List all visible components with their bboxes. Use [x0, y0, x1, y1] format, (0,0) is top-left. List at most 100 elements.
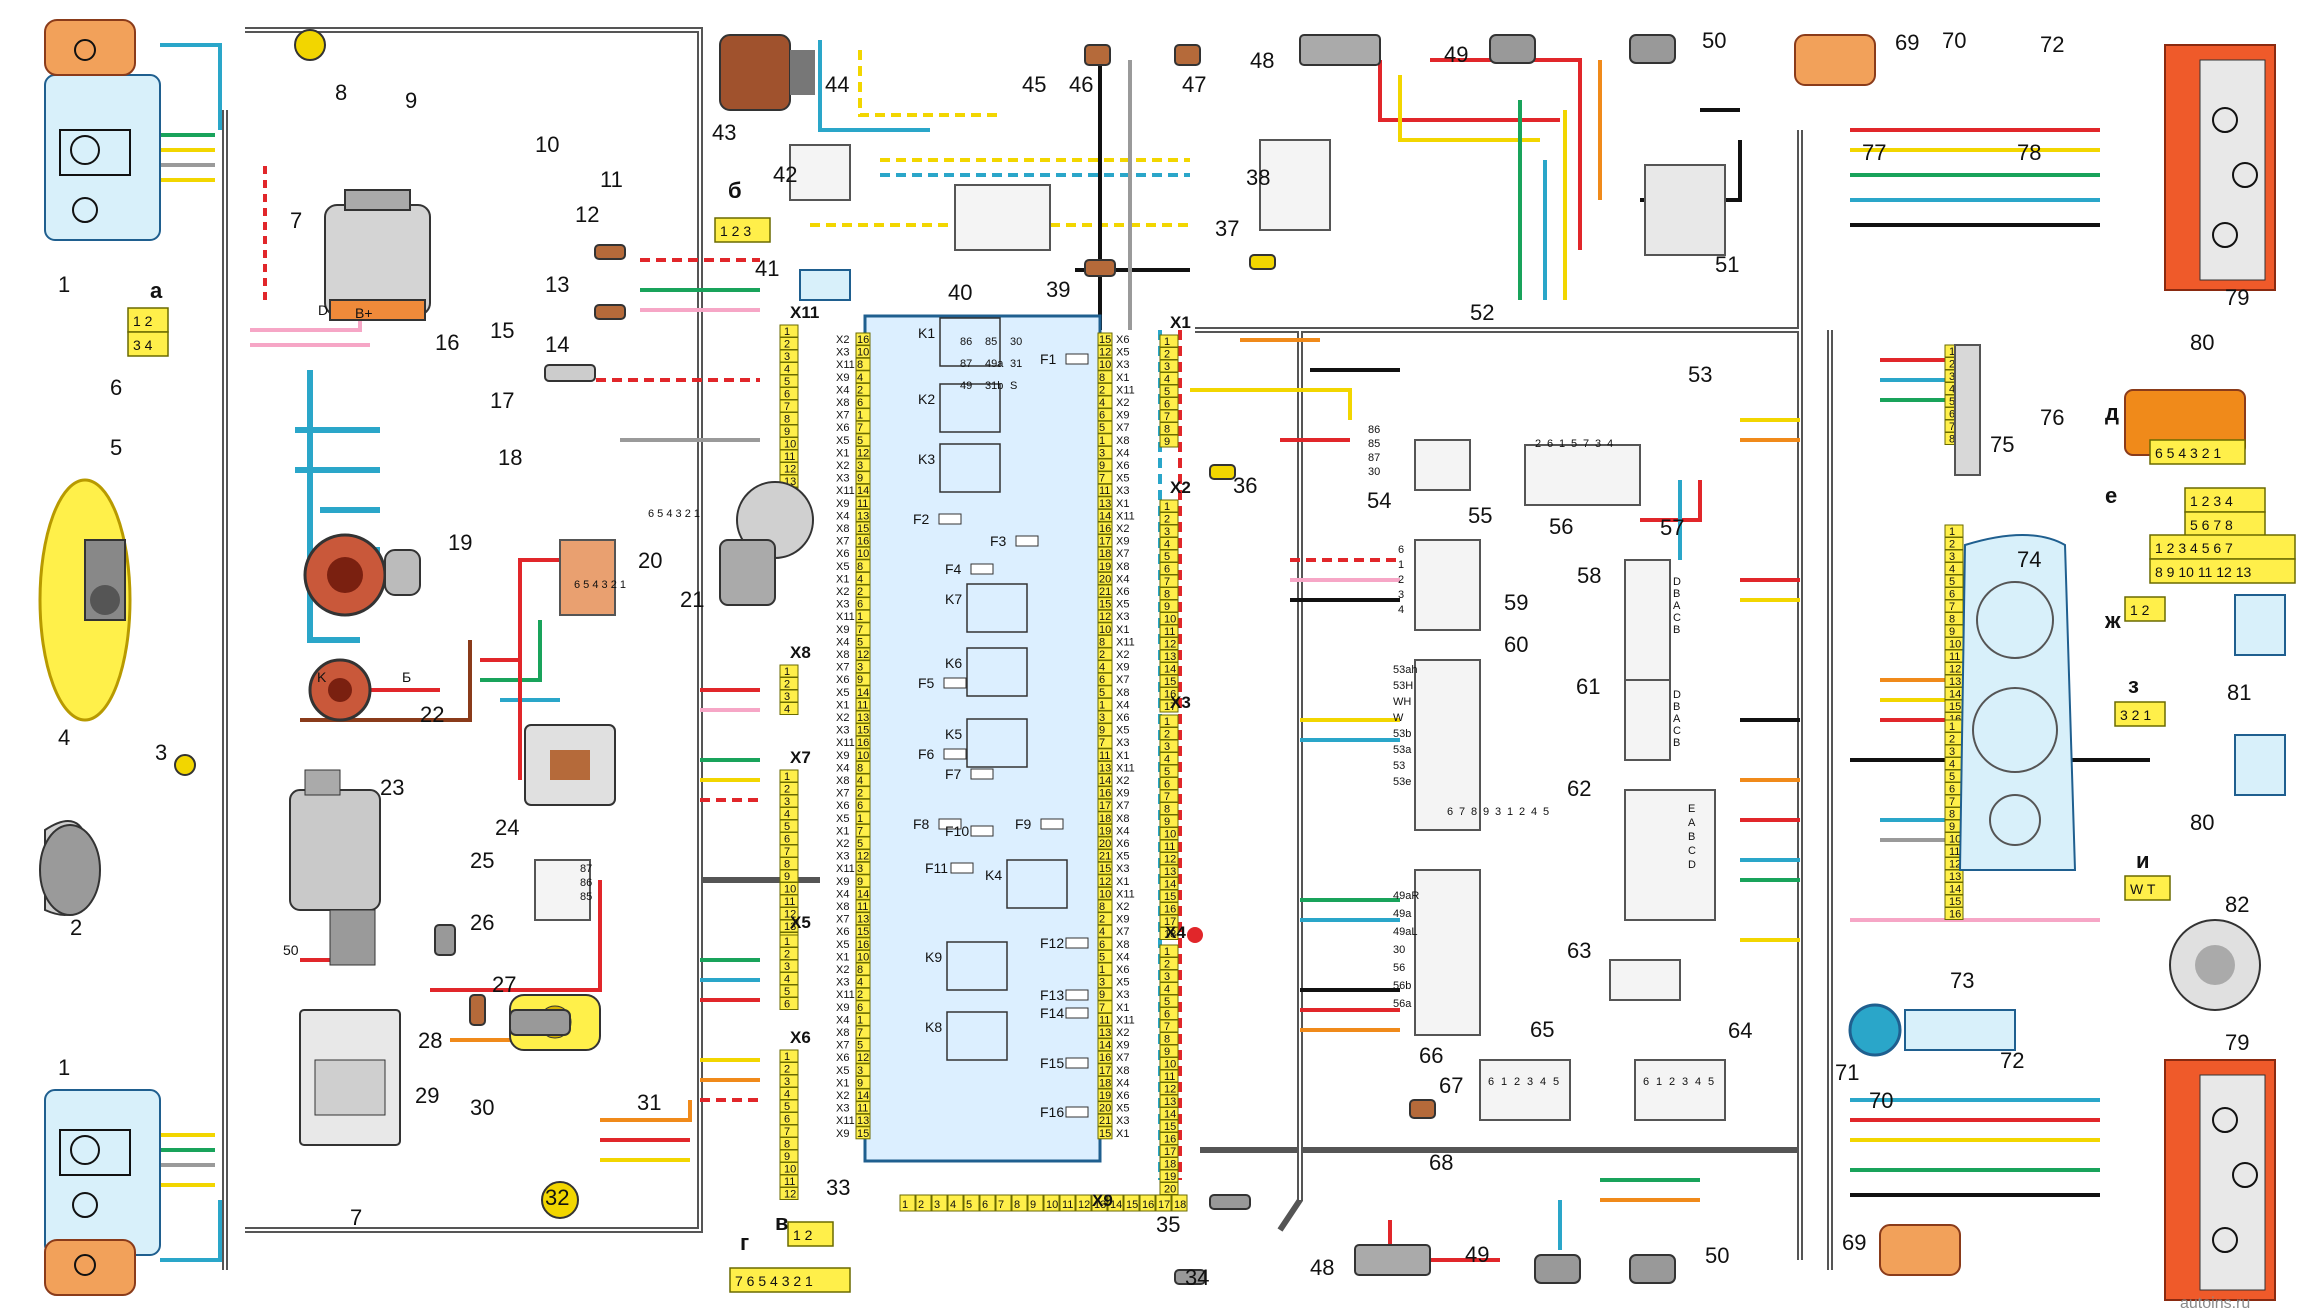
- harness-pin-number: 1: [784, 936, 790, 948]
- component-label-20: 20: [638, 548, 662, 573]
- block33-right-pin: 19: [1099, 561, 1111, 573]
- component-label-15: 15: [490, 318, 514, 343]
- harness-connector-strips: 1234567891011121314151617181234123456789…: [779, 324, 1964, 1212]
- block33-right-pin: 20: [1099, 573, 1111, 585]
- block33-right-connector: X5: [1116, 599, 1129, 611]
- x9-pin-cell: [1059, 1194, 1076, 1212]
- harness-pin-number: 6: [784, 834, 790, 846]
- component-label-47: 47: [1182, 72, 1206, 97]
- legend-letter-i: и: [2136, 848, 2150, 873]
- block33-right-pin: 12: [1099, 347, 1111, 359]
- harness-pin-number: 8: [1949, 809, 1955, 821]
- harness-pin-number: 6: [1949, 589, 1955, 601]
- harness-pin-number: 11: [1164, 841, 1175, 853]
- harness-pin-number: 16: [1949, 909, 1961, 921]
- block33-left-pin-cell: [855, 1063, 871, 1077]
- block33-left-pin: 6: [857, 1002, 863, 1014]
- harness-pin-number: 17: [1164, 1146, 1176, 1158]
- x9-pin-number: 15: [1126, 1199, 1138, 1211]
- block33-right-connector: X11: [1116, 510, 1135, 522]
- block33-right-connector: X11: [1116, 762, 1135, 774]
- component-label-61: 61: [1576, 674, 1600, 699]
- harness-pin-number: 10: [1949, 834, 1961, 846]
- switch-61-pin: B: [1673, 701, 1680, 713]
- block33-right-connector: X4: [1116, 825, 1129, 837]
- rear-lamp-lower: [2164, 1059, 2276, 1301]
- component-label-1: 1: [58, 1055, 70, 1080]
- harness-pin-number: 4: [1164, 374, 1170, 386]
- relay-60-pin: 8: [1471, 806, 1477, 818]
- block33-left-pin-cell: [855, 1088, 871, 1102]
- harness-pin-number: 5: [1164, 996, 1170, 1008]
- harness-pin-number: 3: [1949, 551, 1955, 563]
- harness-pin-number: 5: [1949, 771, 1955, 783]
- component-label-12: 12: [575, 202, 599, 227]
- block33-left-pin-cell: [855, 849, 871, 863]
- block33-right-connector: X9: [1116, 788, 1129, 800]
- block33-right-connector: X1: [1116, 876, 1129, 888]
- component-label-81: 81: [2227, 680, 2251, 705]
- legend-connector-pins: 1 2: [793, 1227, 813, 1243]
- relay-65-terminal: 1: [1501, 1076, 1507, 1088]
- block33-right-pin: 2: [1099, 649, 1105, 661]
- harness-pin-number: 1: [1164, 946, 1170, 958]
- block33-right-pin-cell: [1097, 660, 1113, 674]
- block33-fuse-glyph: [1065, 1007, 1089, 1019]
- block33-right-pin: 10: [1099, 624, 1111, 636]
- harness-pin-number: 15: [1164, 1121, 1176, 1133]
- block33-relay-box: [939, 383, 1001, 433]
- block33-right-connector: X5: [1116, 347, 1129, 359]
- switch-58-pin: D: [1673, 576, 1681, 588]
- harness-pin-number: 11: [784, 896, 795, 908]
- block33-right-pin-cell: [1097, 559, 1113, 573]
- block33-left-pin-cell: [855, 912, 871, 926]
- block33-right-connector: X8: [1116, 687, 1129, 699]
- block33-left-connector: X3: [836, 599, 849, 611]
- block33-left-connector: X3: [836, 1103, 849, 1115]
- block33-left-pin-cell: [855, 685, 871, 699]
- harness-label-x1: X1: [1170, 313, 1191, 332]
- block33-left-connector: X9: [836, 750, 849, 762]
- legend-connector-pins: 1 2 3: [720, 223, 751, 239]
- heater-motor: [719, 34, 815, 111]
- x9-pin-cell: [1027, 1194, 1044, 1212]
- block33-left-connector: X4: [836, 888, 849, 900]
- block33-right-pin-cell: [1097, 823, 1113, 837]
- component-label-17: 17: [490, 388, 514, 413]
- radiator-fan: [38, 478, 132, 722]
- block33-right-connector: X7: [1116, 926, 1129, 938]
- x9-pin-number: 3: [934, 1199, 940, 1211]
- harness-pin-number: 9: [784, 1151, 790, 1163]
- component-label-24: 24: [495, 815, 519, 840]
- component-label-48: 48: [1250, 48, 1274, 73]
- small-sensors: [174, 29, 1676, 1285]
- harness-pin-number: 5: [784, 986, 790, 998]
- legend-connector-box: [2149, 534, 2296, 560]
- block33-right-pin-cell: [1097, 836, 1113, 850]
- block33-right-pin: 18: [1099, 1077, 1111, 1089]
- block33-left-connector: X2: [836, 1090, 849, 1102]
- block33-left-pin-cell: [855, 345, 871, 359]
- harness-pin-number: 12: [784, 909, 796, 921]
- block33-right-connector: X7: [1116, 1052, 1129, 1064]
- harness-pin-number: 8: [1949, 614, 1955, 626]
- block33-fuse-F7: F7: [945, 766, 962, 782]
- harness-pin-number: 2: [1949, 359, 1955, 371]
- harness-pin-number: 10: [784, 1164, 796, 1176]
- block33-right-pin-cell: [1097, 634, 1113, 648]
- block33-right-pin: 15: [1099, 1128, 1111, 1140]
- x9-pin-cell: [1123, 1194, 1140, 1212]
- relay-54-terminal: 30: [1368, 466, 1380, 478]
- block33-relay-box: [946, 1011, 1008, 1061]
- block33-right-pin: 10: [1099, 888, 1111, 900]
- block33-right-connector: X8: [1116, 561, 1129, 573]
- block33-right-pin-cell: [1097, 1012, 1113, 1026]
- block33-left-pin-cell: [855, 483, 871, 497]
- block33-right-pin-cell: [1097, 912, 1113, 926]
- block33-fuse-F16: F16: [1040, 1104, 1064, 1120]
- harness-pin-number: 3: [1949, 746, 1955, 758]
- relay-65-terminal: 4: [1540, 1076, 1546, 1088]
- block33-left-pin: 9: [857, 674, 863, 686]
- component-label-73: 73: [1950, 968, 1974, 993]
